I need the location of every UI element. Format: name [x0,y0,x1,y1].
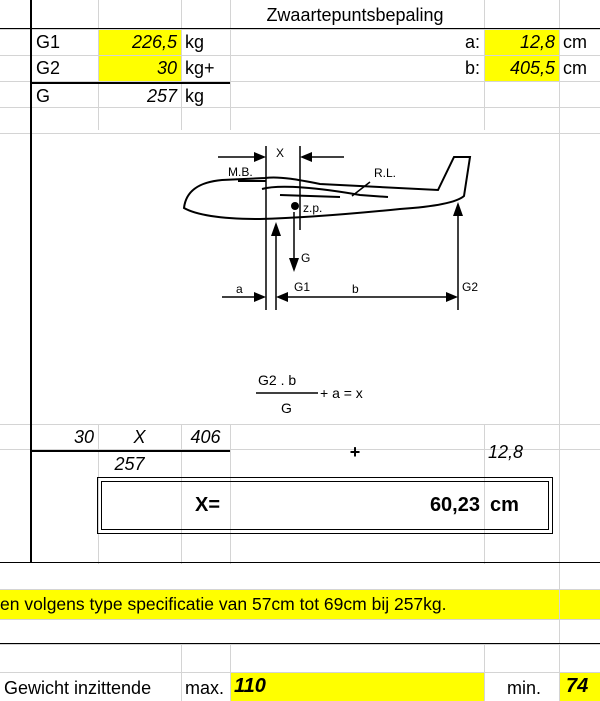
diagram-label-g: G [301,251,310,265]
calc-g: 257 [114,454,145,474]
occupant-min-label: min. [507,678,542,698]
calc-times: X [133,427,146,447]
cell-min-value[interactable] [560,673,600,701]
diagram-label-zp: z.p. [303,201,322,215]
result-box [97,477,553,534]
diagram-label-g1: G1 [294,280,310,294]
occupant-max-label: max. [185,678,225,698]
result-value: 60,23 [429,494,480,516]
label-a: a: [464,32,480,52]
calc-a: 12,8 [488,442,524,462]
value-b[interactable]: 405,5 [509,58,555,78]
occupant-max-value[interactable]: 110 [234,675,266,697]
result-label: X= [195,494,221,516]
diagram-label-rl: R.L. [374,166,396,180]
sheet-title: Zwaartepuntsbepaling [266,5,444,25]
unit-g1: kg [185,32,205,52]
diagram-label-x: X [276,146,284,160]
cell-max-value[interactable] [230,673,485,701]
value-g1[interactable]: 226,5 [131,32,177,52]
formula-rest: + a = x [320,385,363,401]
cell-b-value[interactable] [484,55,559,81]
spec-row-highlight [0,589,600,619]
spec-text: en volgens type specificatie van 57cm to… [0,594,447,614]
cell-g2-value[interactable] [98,55,181,81]
occupant-label: Gewicht inzittende [4,678,152,698]
unit-b: cm [563,58,587,78]
label-g2: G2 [36,58,61,78]
calc-b: 406 [190,427,221,447]
diagram-label-g2: G2 [462,280,478,294]
label-g: G [36,86,51,106]
result-unit: cm [490,494,519,516]
diagram-label-mb: M.B. [228,165,253,179]
occupant-min-value[interactable]: 74 [566,675,589,697]
value-a[interactable]: 12,8 [519,32,555,52]
diagram-label-a: a [236,282,243,296]
diagram-label-b: b [352,282,359,296]
result-box-inner [101,481,549,530]
cell-g1-value[interactable] [98,29,181,55]
formula-numerator: G2 . b [258,372,296,388]
label-b: b: [464,58,480,78]
unit-g: kg [185,86,205,106]
calc-plus: + [349,442,361,462]
calc-g2: 30 [73,427,94,447]
formula-denominator: G [281,400,292,416]
cell-a-value[interactable] [484,29,559,55]
label-g1: G1 [36,32,61,52]
unit-a: cm [563,32,587,52]
value-g: 257 [146,86,177,106]
unit-g2: kg+ [185,58,215,78]
value-g2[interactable]: 30 [156,58,177,78]
